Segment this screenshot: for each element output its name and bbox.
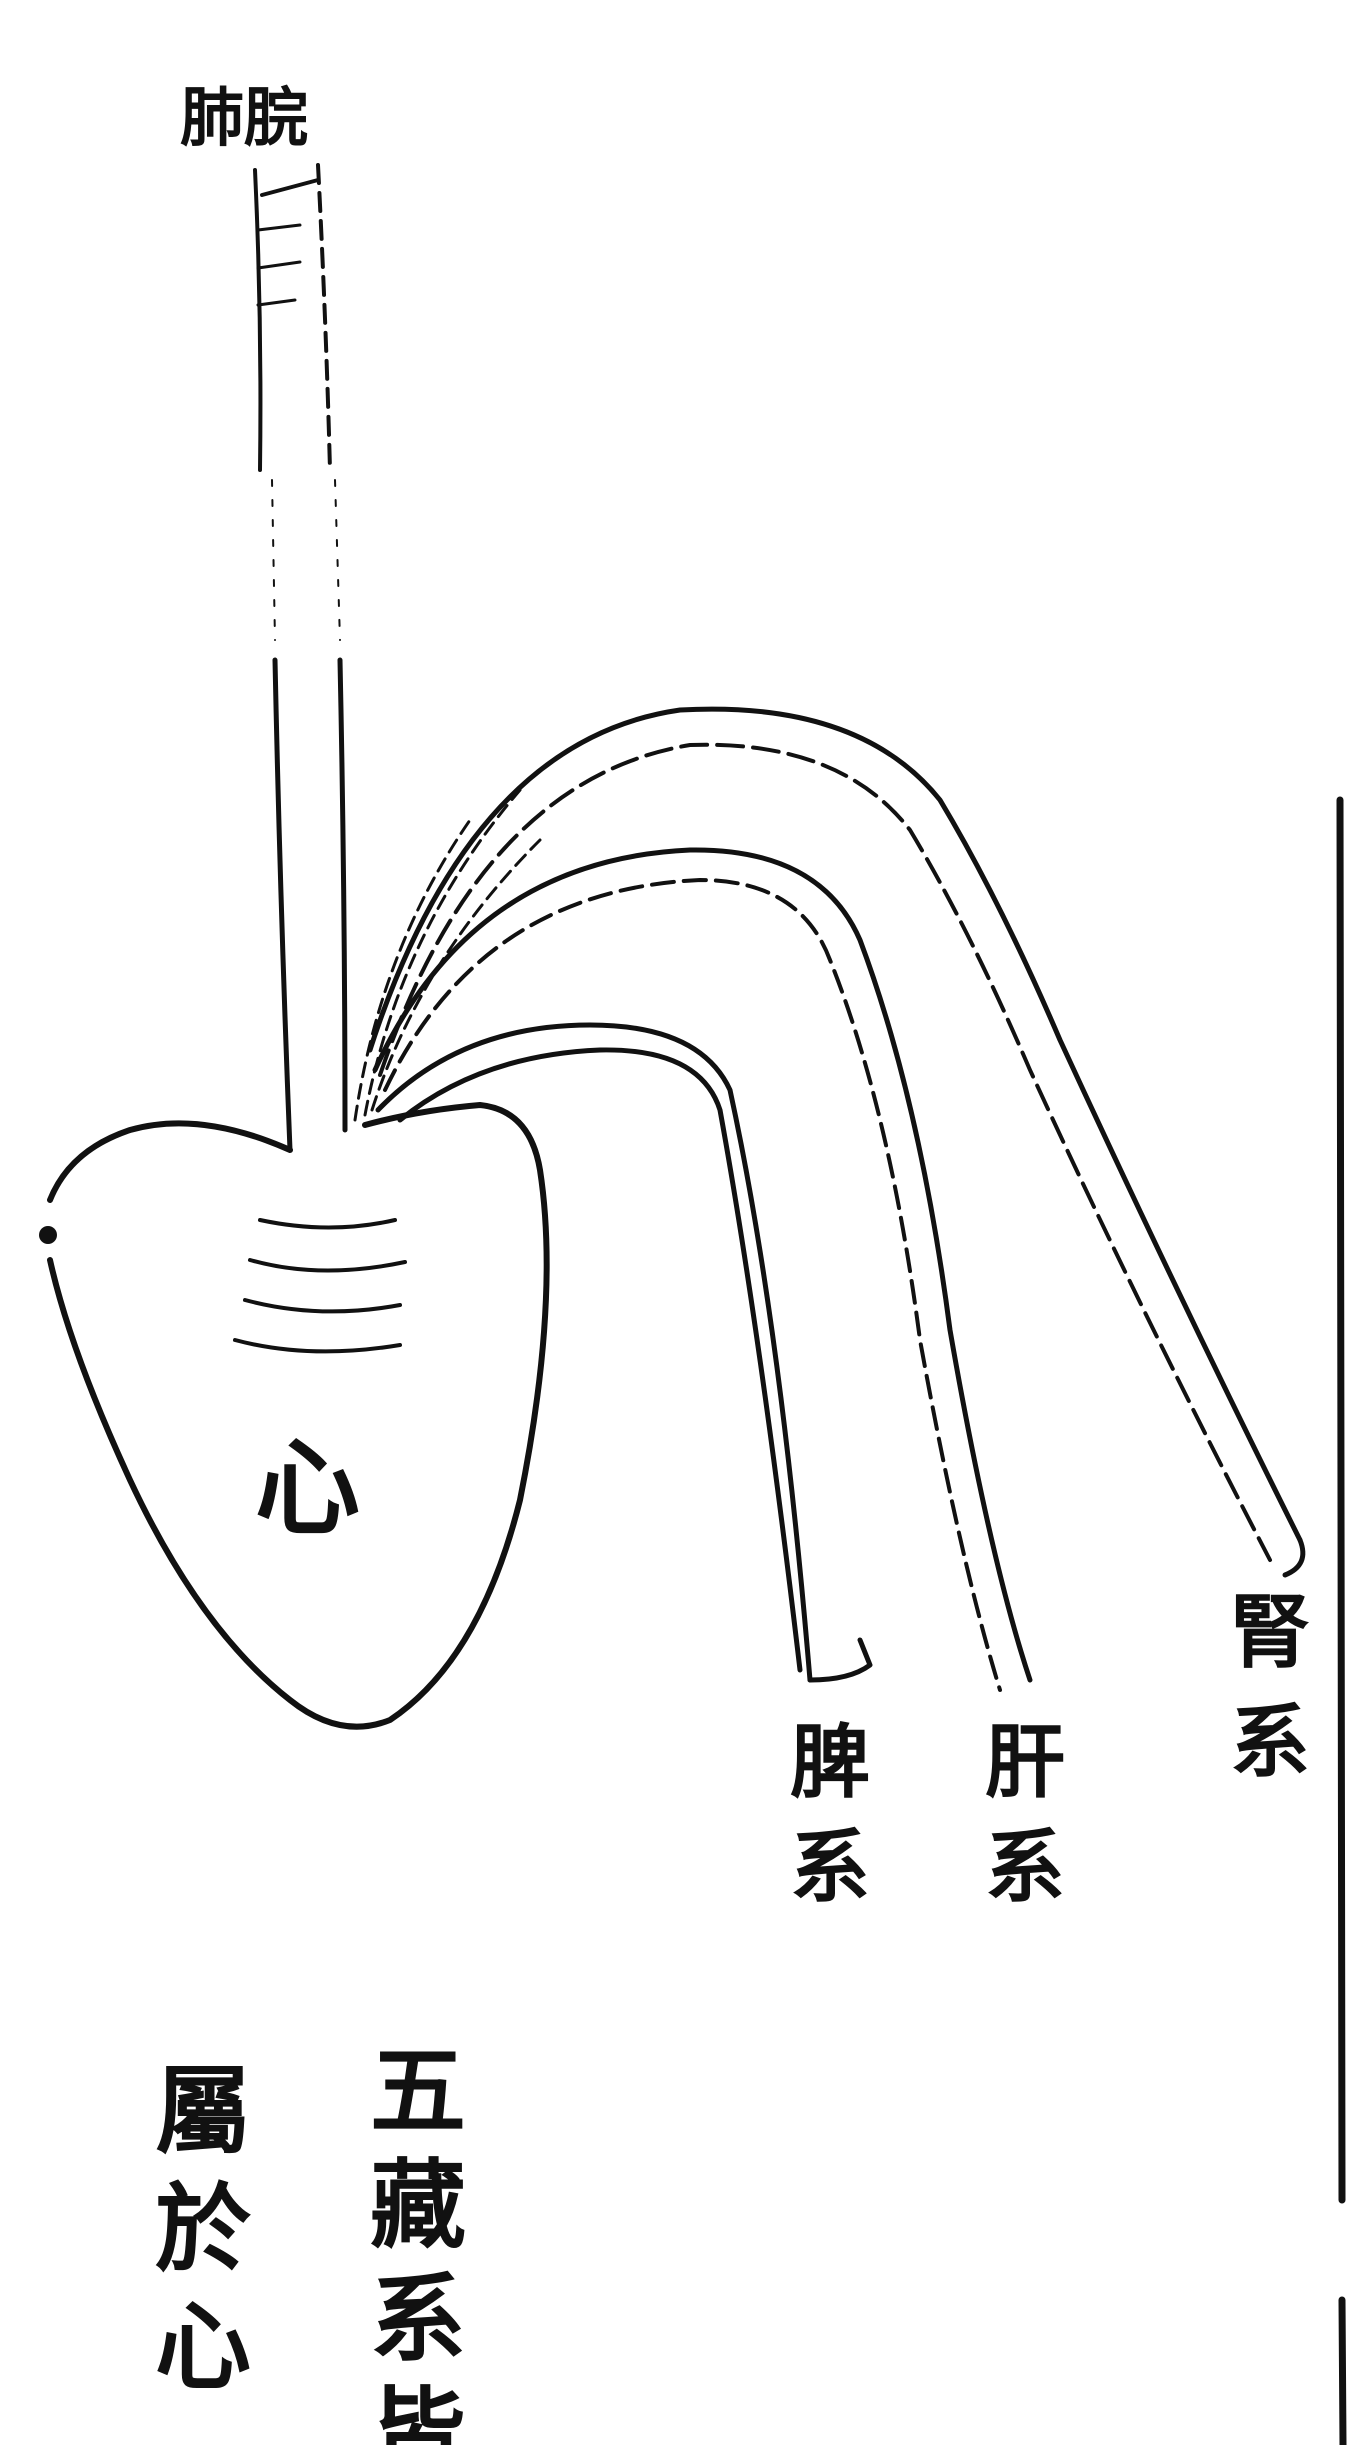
liver-label-top: 肝 — [985, 1715, 1065, 1809]
caption-right-column: 五藏系皆 — [354, 2040, 467, 2445]
spleen-label-bottom: 系 — [790, 1820, 870, 1914]
spleen-label-top: 脾 — [790, 1715, 870, 1809]
spleen-vessel — [378, 1025, 870, 1680]
heart-organ — [39, 1105, 547, 1727]
heart-label: 心 — [255, 1426, 360, 1550]
kidney-vessel — [370, 709, 1303, 1575]
kidney-label-bottom: 系 — [1230, 1695, 1310, 1789]
page-border — [1340, 800, 1343, 2445]
kidney-label-top: 腎 — [1230, 1585, 1310, 1679]
trachea-tube — [255, 165, 345, 1150]
liver-vessel — [375, 850, 1030, 1690]
caption-left-column: 屬於心 — [139, 2060, 252, 2414]
liver-label-bottom: 系 — [985, 1820, 1065, 1914]
trachea-label: 肺脘 — [180, 81, 308, 156]
